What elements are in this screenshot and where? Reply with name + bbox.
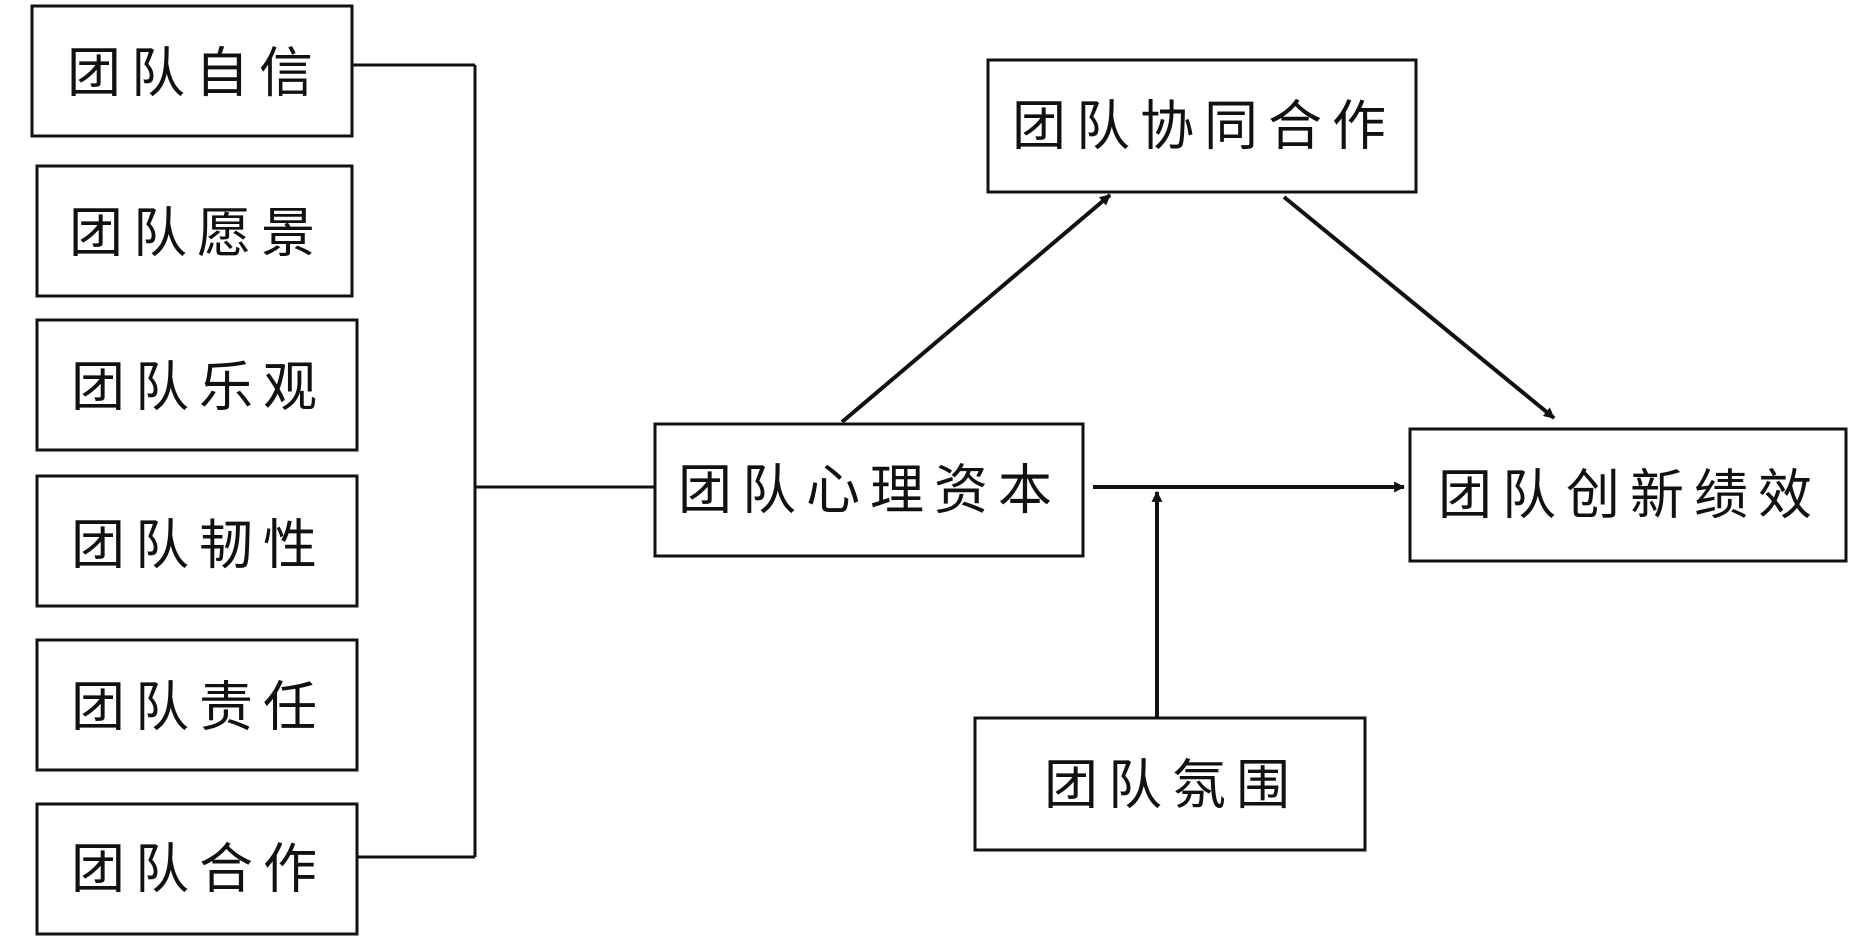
dimension-box-responsibility: 团队责任 [35, 638, 359, 772]
core-box: 团队心理资本 [653, 422, 1085, 558]
mediator-box: 团队协同合作 [986, 58, 1418, 194]
dimension-box-optimism: 团队乐观 [35, 318, 359, 452]
dimension-box-cooperation: 团队合作 [35, 802, 359, 936]
dimension-bracket [352, 63, 655, 859]
dimension-label: 团队自信 [67, 42, 323, 105]
dimension-label: 团队合作 [71, 838, 327, 901]
dimension-label: 团队愿景 [69, 202, 325, 265]
outcome-label: 团队创新绩效 [1438, 464, 1822, 527]
dimension-label: 团队韧性 [71, 514, 327, 577]
dimension-box-vision: 团队愿景 [35, 164, 354, 298]
arrow-core-to-mediator [840, 193, 1112, 424]
core-label: 团队心理资本 [678, 459, 1062, 522]
dimension-box-resilience: 团队韧性 [35, 474, 359, 608]
dimension-label: 团队责任 [71, 676, 327, 739]
moderator-box: 团队氛围 [973, 716, 1367, 852]
mediator-label: 团队协同合作 [1012, 95, 1396, 158]
outcome-box: 团队创新绩效 [1408, 427, 1848, 563]
arrow-mediator-to-outcome [1282, 195, 1556, 420]
moderator-label: 团队氛围 [1044, 754, 1300, 817]
dimension-label: 团队乐观 [71, 356, 327, 419]
dimension-box-confidence: 团队自信 [30, 4, 354, 138]
